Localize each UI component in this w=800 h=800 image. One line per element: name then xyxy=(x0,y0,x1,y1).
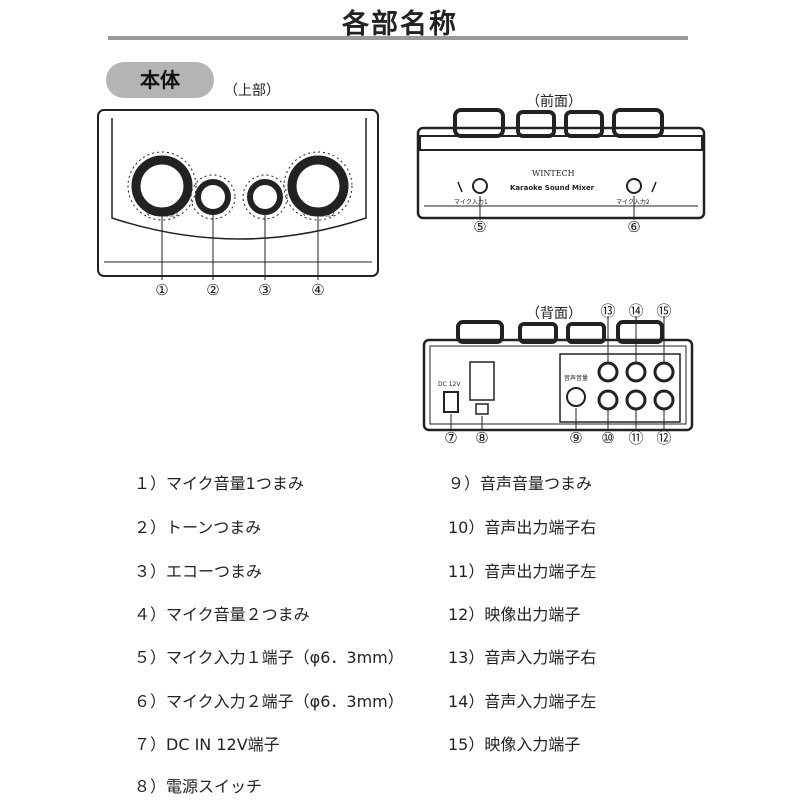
parts-right-13: 13）音声入力端子右 xyxy=(448,648,597,667)
parts-left-3: ３）エコーつまみ xyxy=(134,562,263,581)
audio-input-left-jack xyxy=(625,361,647,383)
callout-4: ④ xyxy=(311,281,324,299)
callout-13: ⑬ xyxy=(600,302,615,320)
front-knob-3 xyxy=(564,110,604,138)
callout-9: ⑨ xyxy=(569,429,582,447)
parts-left-5: ５）マイク入力１端子（φ6．3mm） xyxy=(134,648,404,667)
top-view-label: （上部） xyxy=(224,83,280,99)
callout-10: ⑩ xyxy=(601,429,614,447)
title-divider xyxy=(108,36,688,40)
mic-volume-1-print: マイク音量1 xyxy=(145,210,179,218)
mic-volume-1-knob xyxy=(131,155,193,217)
front-view-body xyxy=(416,126,706,220)
top-view-body xyxy=(97,109,379,277)
back-view-body xyxy=(422,338,694,432)
audio-output-left-jack xyxy=(625,389,647,411)
front-knob-1 xyxy=(453,108,505,138)
parts-right-15: 15）映像入力端子 xyxy=(448,735,581,754)
callout-3: ③ xyxy=(258,281,271,299)
parts-right-14: 14）音声入力端子左 xyxy=(448,692,597,711)
mic-input-1-jack xyxy=(472,178,488,194)
section-badge: 本体 xyxy=(106,62,214,98)
front-knob-2 xyxy=(516,110,556,138)
parts-right-12: 12）映像出力端子 xyxy=(448,605,581,624)
callout-2: ② xyxy=(206,281,219,299)
mic-volume-1-scale xyxy=(127,151,197,221)
callout-6: ⑥ xyxy=(627,218,640,236)
mic-volume-2-scale xyxy=(283,151,353,221)
mic-volume-2-print: マイク音量2 xyxy=(301,210,335,218)
echo-scale xyxy=(242,174,288,220)
mic-volume-2-knob xyxy=(287,155,349,217)
callout-7: ⑦ xyxy=(444,429,457,447)
mic-input-2-jack xyxy=(626,178,642,194)
brand-print: WINTECH xyxy=(532,169,575,178)
audio-output-right-jack xyxy=(597,389,619,411)
back-view-label: （背面） xyxy=(526,306,582,322)
echo-knob xyxy=(247,179,283,215)
front-knob-4 xyxy=(612,108,664,138)
callout-11: ⑪ xyxy=(628,429,643,447)
back-knob-2 xyxy=(518,322,558,344)
front-tick-right xyxy=(651,181,657,193)
parts-left-7: ７）DC IN 12V端子 xyxy=(134,735,280,754)
video-output-jack xyxy=(653,389,675,411)
front-tick-left xyxy=(457,181,463,193)
parts-left-8: ８）電源スイッチ xyxy=(134,777,263,796)
audio-volume-print: 音声音量 xyxy=(564,374,588,382)
tone-scale xyxy=(190,174,236,220)
audio-input-right-jack xyxy=(597,361,619,383)
mic-input-2-print: マイク入力2 xyxy=(616,198,650,206)
parts-left-6: ６）マイク入力２端子（φ6．3mm） xyxy=(134,692,404,711)
front-view-drawing xyxy=(416,108,706,220)
model-print: Karaoke Sound Mixer xyxy=(510,184,595,192)
parts-left-4: ４）マイク音量２つまみ xyxy=(134,605,310,624)
back-inner-panel xyxy=(429,345,687,425)
back-knob-4 xyxy=(616,320,664,344)
back-view-drawing xyxy=(422,316,694,432)
callout-1: ① xyxy=(155,281,168,299)
parts-left-1: １）マイク音量1つまみ xyxy=(134,474,304,493)
callout-12: ⑫ xyxy=(656,429,671,447)
top-panel-outline xyxy=(111,118,367,240)
parts-right-9: ９）音声音量つまみ xyxy=(448,474,593,493)
callout-14: ⑭ xyxy=(628,302,643,320)
device-diagram: マイク音量1 マイク音量2 WINTECH Karaoke Sound Mixe… xyxy=(97,108,706,447)
parts-left-2: ２）トーンつまみ xyxy=(134,518,262,537)
av-terminal-panel xyxy=(559,353,681,423)
callout-8: ⑧ xyxy=(475,429,488,447)
front-view-label: （前面） xyxy=(526,94,582,110)
dc-label-print: DC 12V xyxy=(438,381,461,388)
page-title: 各部名称 xyxy=(342,9,458,40)
dc-in-jack xyxy=(443,391,459,413)
video-input-jack xyxy=(653,361,675,383)
callout-15: ⑮ xyxy=(656,302,671,320)
spec-label-plate xyxy=(469,361,495,401)
power-switch xyxy=(475,403,489,415)
front-top-edge xyxy=(419,135,703,151)
audio-volume-knob xyxy=(566,387,586,407)
tone-knob xyxy=(195,179,231,215)
back-knob-1 xyxy=(456,320,504,344)
top-view-drawing xyxy=(97,109,379,280)
back-knob-3 xyxy=(566,322,606,344)
parts-right-11: 11）音声出力端子左 xyxy=(448,562,597,581)
callout-5: ⑤ xyxy=(473,218,486,236)
mic-input-1-print: マイク入力1 xyxy=(454,198,488,206)
parts-right-10: 10）音声出力端子右 xyxy=(448,518,597,537)
